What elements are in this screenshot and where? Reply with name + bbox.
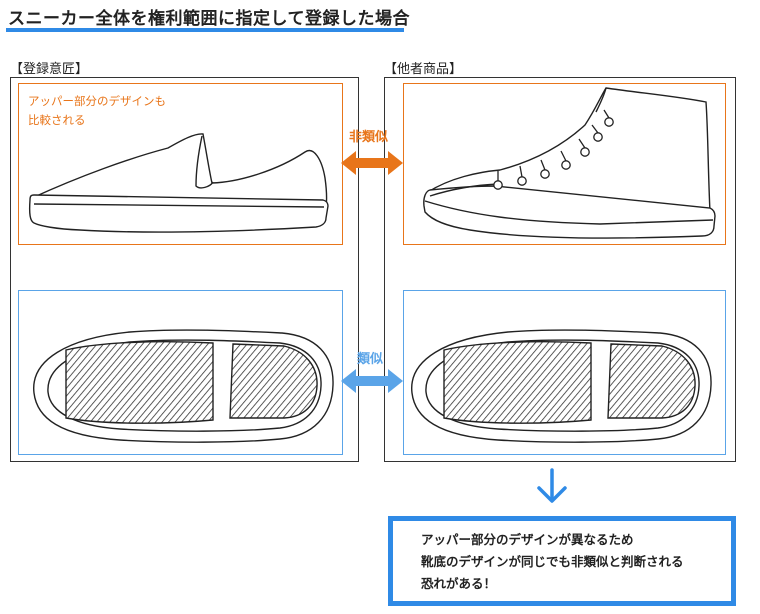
not-similar-label: 非類似 (349, 126, 388, 145)
similar-label: 類似 (357, 348, 383, 367)
conclusion-line-3: 恐れがある！ (421, 573, 731, 595)
registered-sole-illustration (34, 330, 333, 442)
high-top-sneaker-illustration (424, 88, 715, 238)
conclusion-line-1: アッパー部分のデザインが異なるため (421, 529, 731, 551)
competitor-sole-illustration (412, 330, 711, 442)
slip-on-shoe-illustration (30, 134, 328, 232)
upper-comparison-arrow (341, 151, 403, 175)
down-arrow-icon (539, 470, 565, 501)
sole-comparison-arrow (341, 369, 403, 393)
conclusion-line-2: 靴底のデザインが同じでも非類似と判断される (421, 551, 731, 573)
conclusion-box: アッパー部分のデザインが異なるため 靴底のデザインが同じでも非類似と判断される … (388, 516, 736, 606)
